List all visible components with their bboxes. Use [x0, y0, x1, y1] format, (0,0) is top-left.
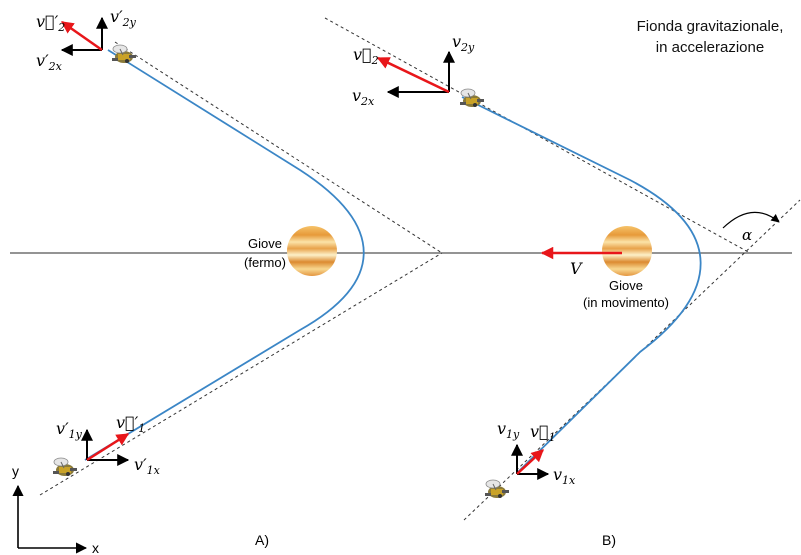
planet-state-b: (in movimento)	[583, 295, 669, 310]
planet-name-a: Giove	[248, 236, 282, 251]
trajectory-b	[461, 96, 702, 473]
v1-label-b: v⃗1	[530, 422, 556, 444]
v1x-label-b: v1x	[553, 465, 576, 487]
v1-arrow-a	[86, 432, 130, 462]
v2x-label-a: v′2x	[36, 51, 63, 73]
v2-label-b: v⃗2	[353, 45, 379, 67]
panel-label-a: A)	[255, 532, 269, 548]
panel-b: V Giove (in movimento) α v⃗2 v2y v2x v⃗1…	[324, 17, 801, 548]
v2x-label-b: v2x	[352, 86, 375, 108]
asymptote-out-b	[324, 17, 751, 254]
angle-label: α	[742, 226, 752, 244]
jupiter-icon	[287, 226, 337, 276]
jupiter-icon	[602, 226, 652, 276]
planet-name-b: Giove	[609, 278, 643, 293]
v2y-label-a: v′2y	[110, 7, 137, 29]
title-line-1: Fionda gravitazionale,	[637, 18, 784, 35]
panel-a: Giove (fermo) v⃗′2 v′2y v′2x v⃗′1 v′1y v…	[36, 7, 443, 548]
planet-velocity-label: V	[570, 259, 583, 278]
y-axis-label: y	[12, 463, 19, 479]
v2-arrow-a	[60, 20, 103, 52]
v1-arrow-b	[516, 449, 544, 475]
spacecraft-icon	[52, 457, 78, 477]
x-axis-label: x	[92, 540, 99, 555]
spacecraft-icon	[484, 479, 510, 499]
planet-state-a: (fermo)	[244, 255, 286, 270]
asymptote-in-a	[39, 252, 443, 496]
panel-label-b: B)	[602, 532, 616, 548]
v1x-label-a: v′1x	[134, 455, 161, 477]
v1y-label-a: v′1y	[56, 419, 83, 441]
asymptote-out-a	[114, 41, 443, 254]
trajectory-a	[84, 49, 365, 461]
v2-arrow-b	[376, 56, 450, 94]
v1-label-a: v⃗′1	[116, 413, 145, 435]
angle-arc	[722, 211, 780, 229]
asymptote-in-b	[463, 199, 801, 521]
v2-label-a: v⃗′2	[36, 12, 65, 34]
v1y-label-b: v1y	[497, 419, 520, 441]
title-line-2: in accelerazione	[656, 39, 764, 56]
v2y-label-b: v2y	[452, 32, 475, 54]
coordinate-axes: y x	[12, 463, 99, 555]
